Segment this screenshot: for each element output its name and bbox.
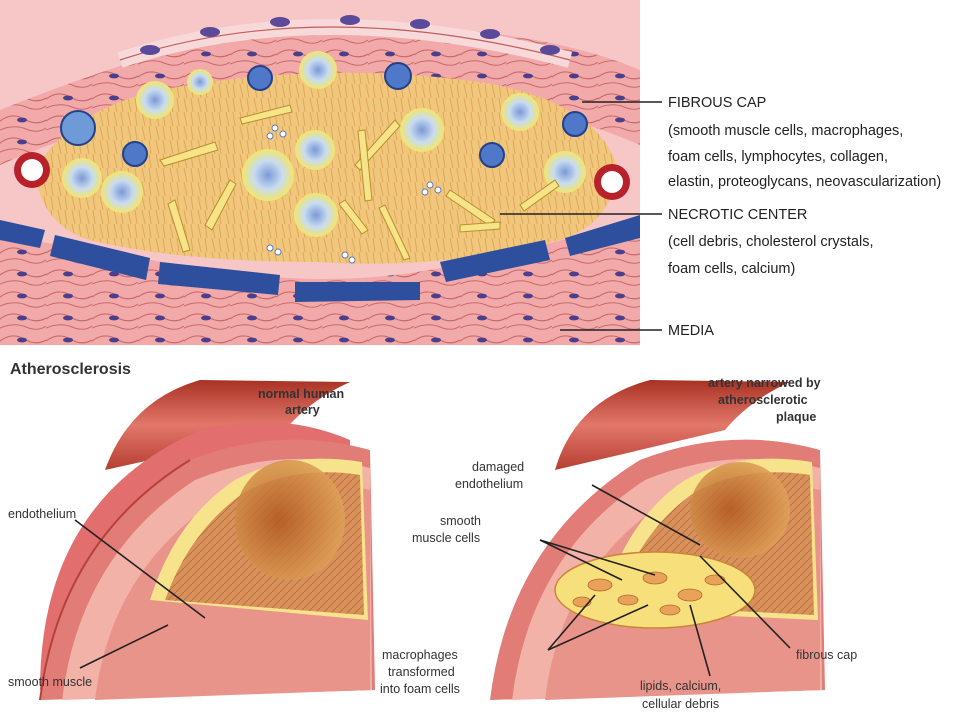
label-endothelium: endothelium [8, 507, 76, 521]
label-necrotic-desc-2: foam cells, calcium) [668, 261, 795, 277]
label-lipids-1: lipids, calcium, [640, 679, 721, 693]
panel-title: Atherosclerosis [10, 361, 131, 378]
normal-heading-1: normal human [258, 387, 344, 401]
label-macrophages-1: macrophages [382, 648, 458, 662]
top-panel: FIBROUS CAP (smooth muscle cells, macrop… [0, 0, 941, 345]
label-macrophages-2: transformed [388, 665, 455, 679]
label-smooth-muscle: smooth muscle [8, 675, 92, 689]
label-macrophages-3: into foam cells [380, 682, 460, 696]
label-smooth-2: muscle cells [412, 531, 480, 545]
narrowed-heading-3: plaque [776, 410, 816, 424]
normal-heading-2: artery [285, 403, 320, 417]
lymphocytes [60, 62, 588, 168]
label-necrotic-desc-1: (cell debris, cholesterol crystals, [668, 234, 874, 250]
lipids-leader [689, 604, 711, 677]
label-damaged-1: damaged [472, 460, 524, 474]
endothelium-row [117, 15, 573, 68]
smooth-muscle-leader [79, 624, 169, 669]
smooth-muscle-cells-leader-2 [539, 539, 656, 576]
plaque-artery [490, 380, 825, 700]
label-damaged-2: endothelium [455, 477, 523, 491]
damaged-endothelium-leader [591, 484, 701, 546]
label-fibrous-cap-desc-3: elastin, proteoglycans, neovascularizati… [668, 174, 941, 190]
normal-artery [39, 380, 375, 701]
elastic-lamina [0, 215, 640, 302]
plaque-cells [572, 571, 726, 616]
calcium-granules [266, 124, 442, 264]
label-smooth-1: smooth [440, 514, 481, 528]
cholesterol-crystals [159, 104, 560, 261]
vasa-vasorum [14, 152, 630, 200]
endothelium-leader [74, 519, 206, 619]
narrowed-heading-1: artery narrowed by [708, 376, 821, 390]
smooth-muscle-cells-leader-1 [539, 539, 623, 581]
macrophage-leader-1 [547, 594, 596, 651]
label-lipids-2: cellular debris [642, 697, 719, 711]
label-media: MEDIA [668, 323, 714, 339]
narrowed-heading-2: atherosclerotic [718, 393, 808, 407]
label-necrotic-center: NECROTIC CENTER [668, 207, 807, 223]
label-fibrous-cap-bottom: fibrous cap [796, 648, 857, 662]
macrophage-leader-2 [547, 604, 649, 651]
bottom-panel: Atherosclerosis [8, 361, 857, 711]
label-fibrous-cap-desc-2: foam cells, lymphocytes, collagen, [668, 149, 888, 165]
label-fibrous-cap-desc-1: (smooth muscle cells, macrophages, [668, 123, 903, 139]
label-fibrous-cap: FIBROUS CAP [668, 95, 766, 111]
plaque-mass [554, 551, 756, 629]
fibrous-cap-leader-bottom [699, 555, 791, 649]
